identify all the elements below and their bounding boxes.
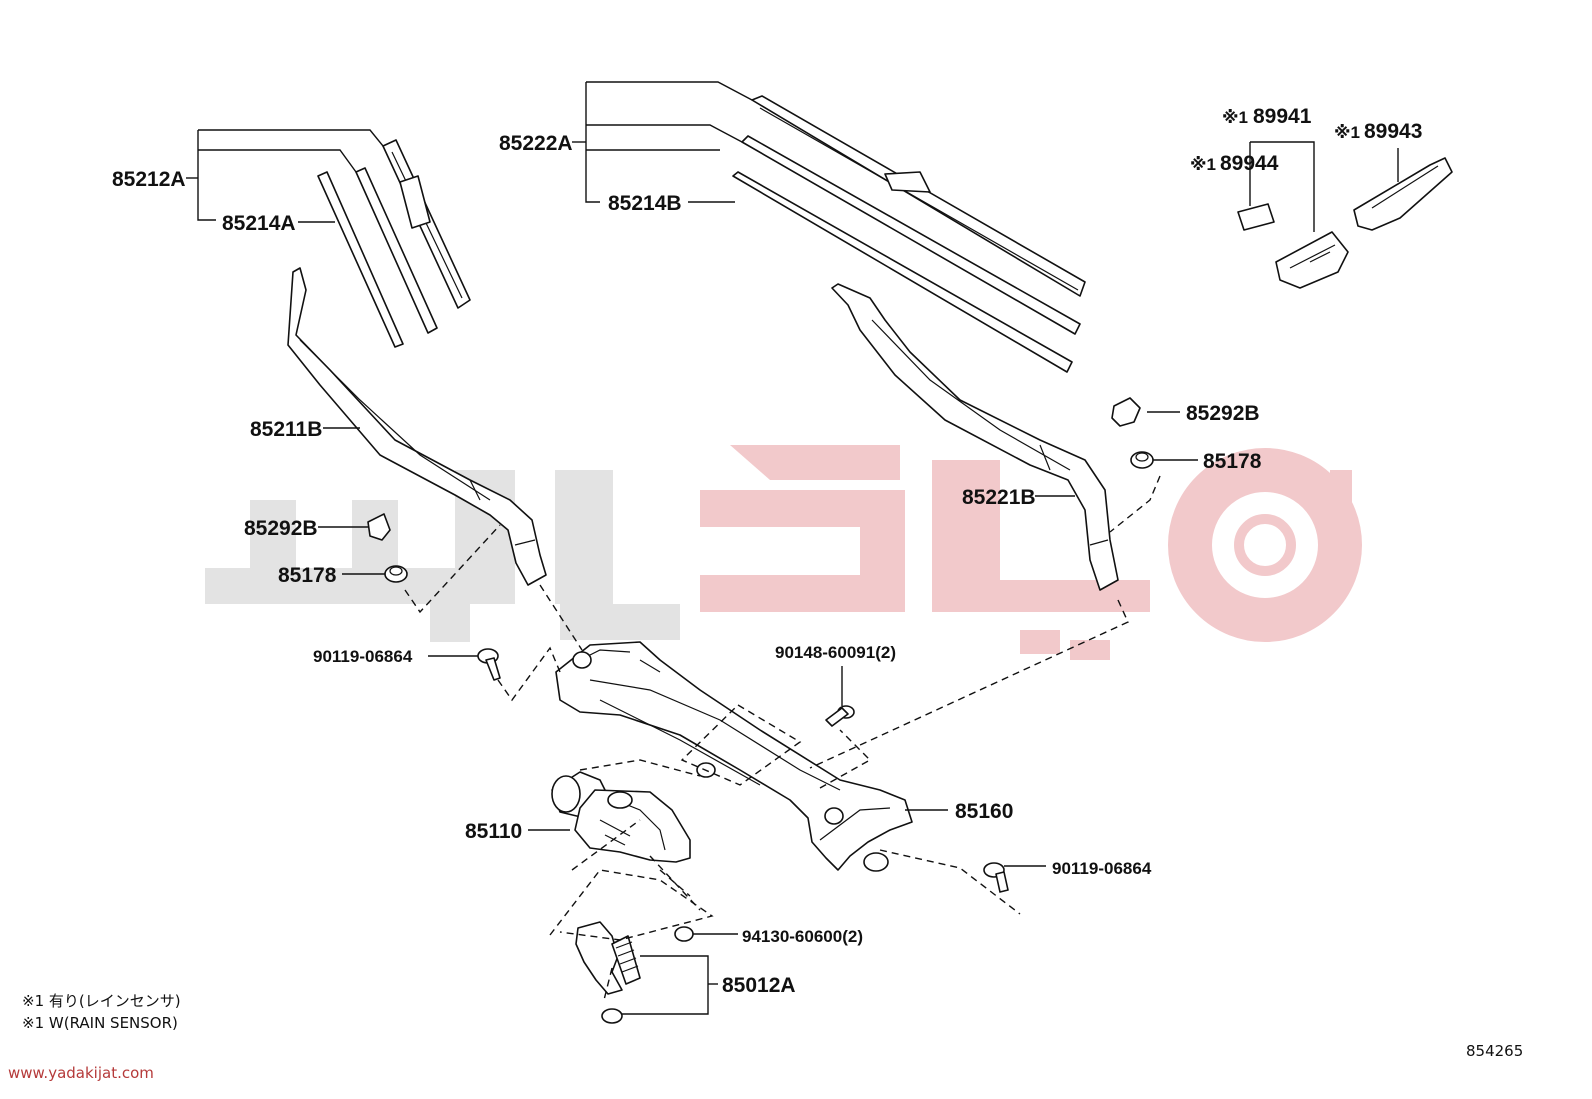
footnotes: ※1 有り(レインセンサ) ※1 W(RAIN SENSOR) (22, 992, 181, 1032)
label-89944: 89944 (1220, 152, 1279, 175)
label-85214A: 85214A (222, 212, 296, 235)
label-90148-60091: 90148-60091(2) (775, 643, 896, 662)
diagram-number: 854265 (1466, 1042, 1523, 1060)
label-85214B: 85214B (608, 192, 682, 215)
bolt-left-90119-06864 (477, 648, 501, 681)
marker-89943: ※1 (1334, 123, 1360, 142)
label-85292B-left: 85292B (244, 517, 318, 540)
label-85211B: 85211B (250, 418, 322, 441)
label-85178-right: 85178 (1203, 450, 1262, 473)
label-85292B-right: 85292B (1186, 402, 1260, 425)
wiper-arm-right-85221B (831, 283, 1119, 591)
rain-sensor-cover-89943 (1353, 157, 1453, 231)
nut-94130-60600 (674, 926, 694, 942)
wiper-rubber-left-85214A (317, 171, 404, 348)
wiper-arm-left-85211B (287, 267, 547, 586)
wiper-blade-left-85212A (355, 139, 471, 334)
label-94130-60600: 94130-60600(2) (742, 927, 863, 946)
label-85221B: 85221B (962, 486, 1036, 509)
nut-right-85178 (1130, 451, 1154, 469)
label-85212A: 85212A (112, 168, 186, 191)
label-85178-left: 85178 (278, 564, 337, 587)
wiper-rubber-right-85214B (732, 171, 1073, 373)
marker-89944: ※1 (1190, 155, 1216, 174)
part-labels: 85212A 85214A 85222A 85214B ※1 89941 ※1 … (112, 105, 1422, 997)
note-english: ※1 W(RAIN SENSOR) (22, 1014, 178, 1032)
bolt-90148-60091 (825, 705, 855, 727)
assembly-dashed-lines (404, 475, 1161, 1001)
rain-sensor-pad-89944 (1237, 203, 1275, 231)
label-85222A: 85222A (499, 132, 573, 155)
label-90119-06864-right: 90119-06864 (1052, 859, 1152, 878)
nut-left-85178 (384, 565, 408, 583)
wiper-motor-85110 (551, 771, 691, 863)
note-japanese: ※1 有り(レインセンサ) (22, 992, 181, 1010)
cap-right-85292B (1111, 397, 1141, 427)
motor-bracket-85012A (575, 921, 641, 1024)
label-85110: 85110 (465, 820, 522, 843)
wiper-blade-right-85222A (741, 95, 1086, 335)
cap-left-85292B (367, 513, 391, 541)
label-85012A: 85012A (722, 974, 796, 997)
leader-lines (186, 81, 1399, 1015)
label-90119-06864-left: 90119-06864 (313, 647, 413, 666)
label-89943: 89943 (1364, 120, 1422, 143)
marker-89941: ※1 (1222, 108, 1248, 127)
website-link[interactable]: www.yadakijat.com (8, 1064, 154, 1082)
bolt-right-90119-06864 (983, 862, 1009, 893)
label-89941: 89941 (1253, 105, 1312, 128)
watermark-logo (205, 445, 1362, 660)
rain-sensor-89941 (1275, 231, 1349, 289)
wiper-linkage-85160 (555, 641, 913, 872)
label-85160: 85160 (955, 800, 1013, 823)
